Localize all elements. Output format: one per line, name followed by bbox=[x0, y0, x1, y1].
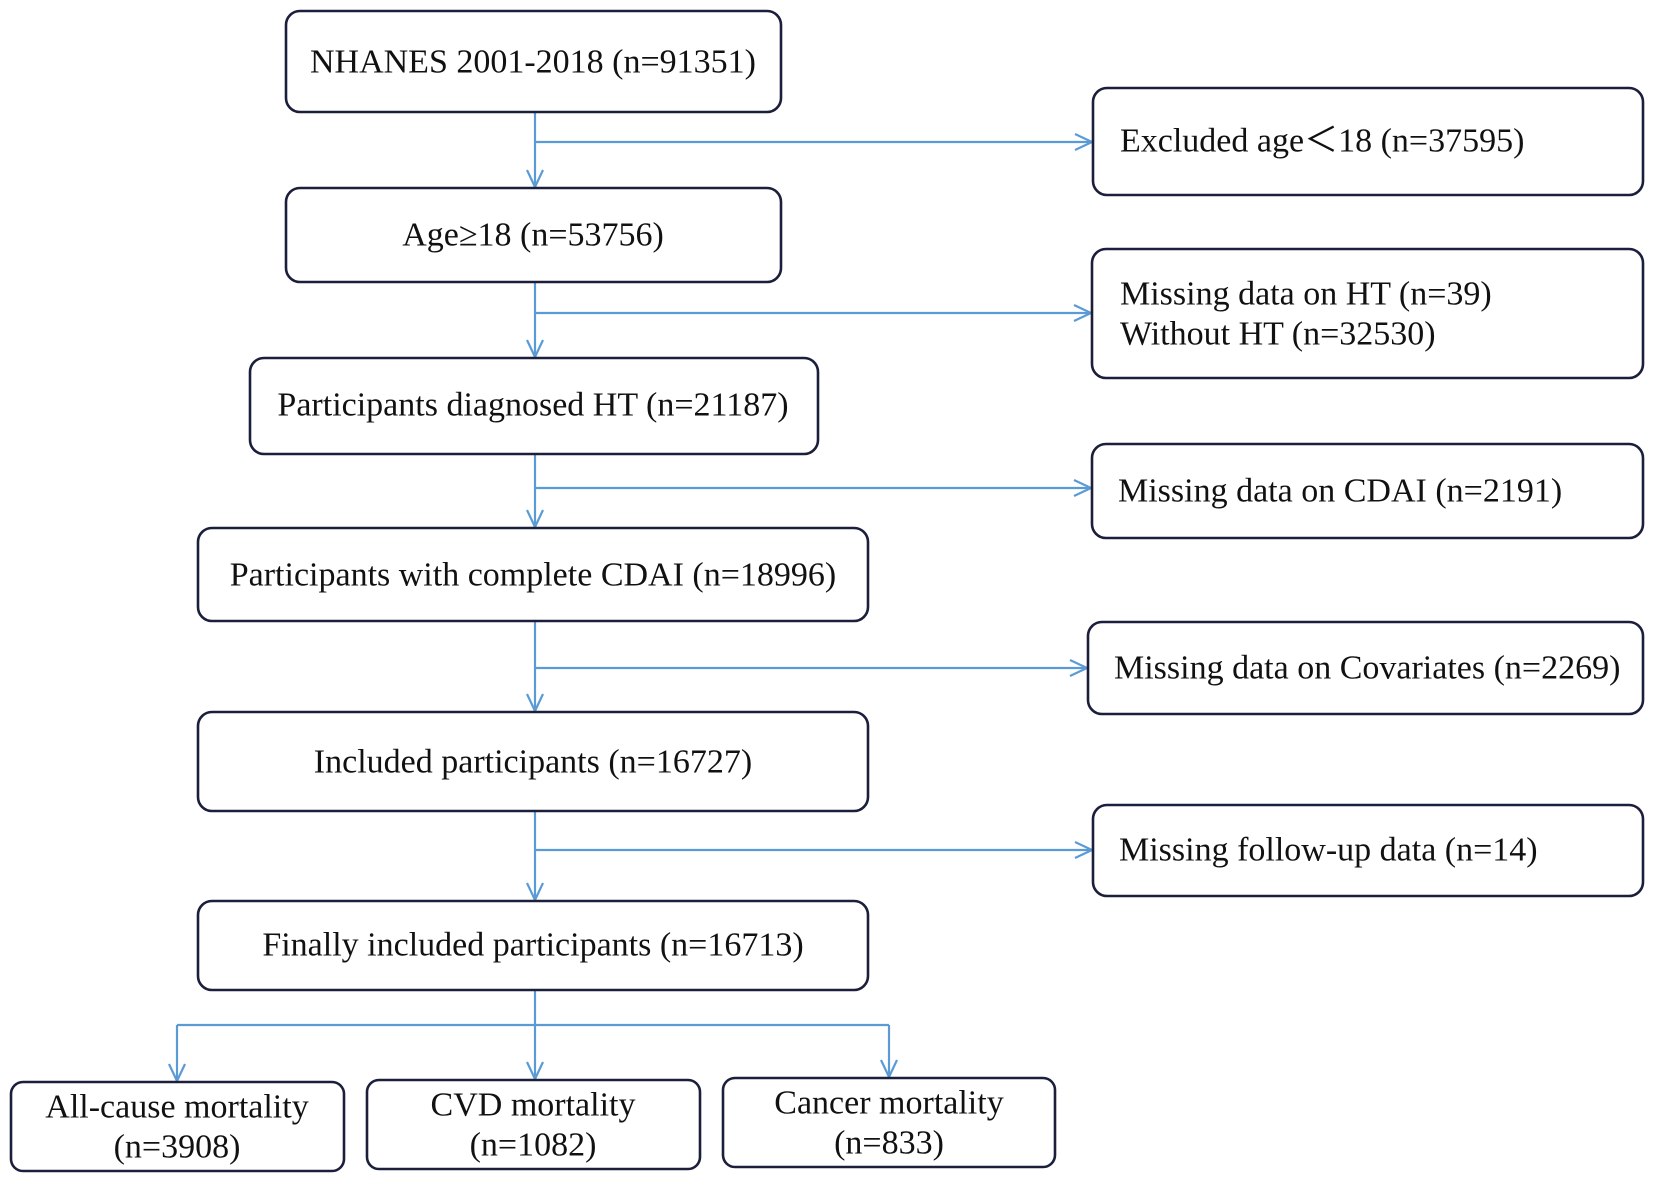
exclusion-cdai-frame bbox=[1090, 442, 1645, 540]
outcome-cvd-count: (n=1082) bbox=[470, 1127, 597, 1164]
outcome-all-cause-title: All-cause mortality bbox=[45, 1089, 308, 1126]
box-age-label: Age≥18 (n=53756) bbox=[402, 217, 664, 254]
outcome-cvd-title: CVD mortality bbox=[431, 1087, 636, 1124]
exclusion-cdai-label: Missing data on CDAI (n=2191) bbox=[1118, 473, 1562, 510]
box-cdai-frame bbox=[196, 526, 870, 623]
outcome-cancer: Cancer mortality (n=833) bbox=[721, 1076, 1057, 1169]
box-included-label: Included participants (n=16727) bbox=[314, 744, 752, 781]
exclusion-ht-missing-label: Missing data on HT (n=39) bbox=[1120, 276, 1492, 313]
outcome-cancer-title: Cancer mortality bbox=[774, 1085, 1003, 1122]
box-final-label: Finally included participants (n=16713) bbox=[262, 927, 803, 964]
outcome-cvd: CVD mortality (n=1082) bbox=[365, 1078, 702, 1171]
exclusion-ht: Missing data on HT (n=39) Without HT (n=… bbox=[1090, 247, 1645, 380]
exclusion-ht-without-label: Without HT (n=32530) bbox=[1120, 316, 1436, 353]
outcome-all-cause: All-cause mortality (n=3908) bbox=[9, 1080, 346, 1173]
exclusion-followup-label: Missing follow-up data (n=14) bbox=[1119, 832, 1538, 869]
outcome-cancer-frame bbox=[721, 1076, 1057, 1169]
outcome-all-cause-frame bbox=[9, 1080, 346, 1173]
outcome-all-cause-count: (n=3908) bbox=[114, 1129, 241, 1166]
exclusion-ht-frame bbox=[1090, 247, 1645, 380]
exclusion-age: Excluded age＜18 (n=37595) bbox=[1091, 86, 1645, 197]
box-nhanes: NHANES 2001-2018 (n=91351) bbox=[284, 9, 783, 114]
exclusion-covariates-label: Missing data on Covariates (n=2269) bbox=[1114, 650, 1620, 687]
outcomes: All-cause mortality (n=3908) CVD mortali… bbox=[9, 1076, 1057, 1173]
main-flow: NHANES 2001-2018 (n=91351) Age≥18 (n=537… bbox=[196, 9, 870, 992]
outcome-cvd-frame bbox=[365, 1078, 702, 1171]
exclusion-covariates: Missing data on Covariates (n=2269) bbox=[1086, 620, 1645, 716]
box-included-frame bbox=[196, 710, 870, 813]
exclusion-followup: Missing follow-up data (n=14) bbox=[1091, 803, 1645, 898]
box-ht: Participants diagnosed HT (n=21187) bbox=[248, 356, 820, 456]
box-final: Finally included participants (n=16713) bbox=[196, 899, 870, 992]
box-nhanes-label: NHANES 2001-2018 (n=91351) bbox=[310, 44, 756, 81]
box-age: Age≥18 (n=53756) bbox=[284, 186, 783, 284]
box-ht-frame bbox=[248, 356, 820, 456]
box-cdai-label: Participants with complete CDAI (n=18996… bbox=[230, 557, 837, 594]
box-nhanes-frame bbox=[284, 9, 783, 114]
exclusion-age-frame bbox=[1091, 86, 1645, 197]
box-included: Included participants (n=16727) bbox=[196, 710, 870, 813]
exclusion-age-label: Excluded age＜18 (n=37595) bbox=[1120, 123, 1524, 160]
connectors bbox=[177, 112, 1092, 1081]
box-cdai: Participants with complete CDAI (n=18996… bbox=[196, 526, 870, 623]
exclusion-cdai: Missing data on CDAI (n=2191) bbox=[1090, 442, 1645, 540]
exclusion-covariates-frame bbox=[1086, 620, 1645, 716]
box-ht-label: Participants diagnosed HT (n=21187) bbox=[277, 387, 788, 424]
box-final-frame bbox=[196, 899, 870, 992]
outcome-cancer-count: (n=833) bbox=[834, 1125, 944, 1162]
box-age-frame bbox=[284, 186, 783, 284]
exclusion-followup-frame bbox=[1091, 803, 1645, 898]
exclusions: Excluded age＜18 (n=37595) Missing data o… bbox=[1086, 86, 1645, 898]
